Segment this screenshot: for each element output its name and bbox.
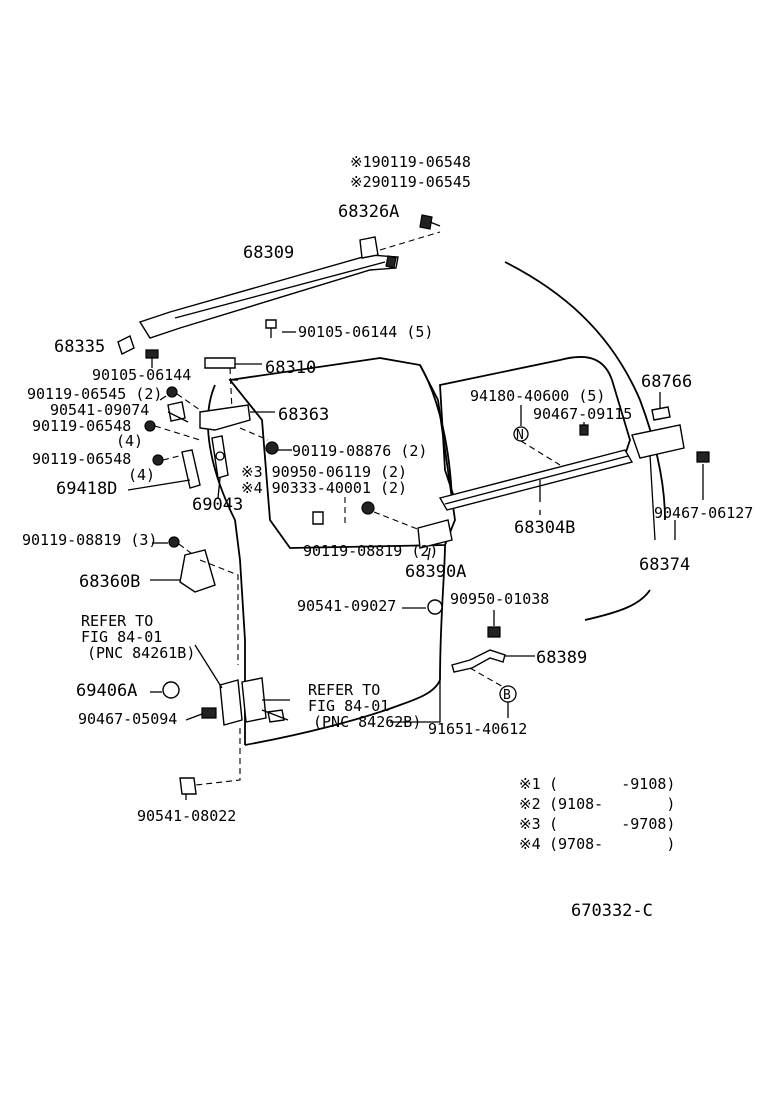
- note-3-mark: ※3: [519, 815, 541, 833]
- label-4-90333-40001: ※4 90333-40001 (2): [241, 479, 407, 497]
- label-90119-08876-2: 90119-08876 (2): [292, 442, 427, 460]
- clip-90467-09115: [579, 424, 589, 436]
- label-90119-08819-3: 90119-08819 (3): [22, 531, 157, 549]
- label-qty4-b: (4): [128, 466, 155, 484]
- label-90467-06127: 90467-06127: [654, 504, 753, 522]
- label-290119-06545: ※290119-06545: [350, 173, 471, 191]
- cap-90541-08022: [179, 728, 241, 795]
- moulding-68304B: [438, 449, 634, 511]
- clip-90467-05094: [201, 707, 217, 719]
- label-90950-01038: 90950-01038: [450, 590, 549, 608]
- label-68360B: 68360B: [79, 572, 140, 592]
- label-90105-06144-5: 90105-06144 (5): [298, 323, 433, 341]
- notes-block: ※1 ( -9108) ※2 (9108- ) ※3 ( -9708) ※4 (…: [519, 775, 675, 853]
- label-90541-09027: 90541-09027: [297, 597, 396, 615]
- label-68374: 68374: [639, 555, 690, 575]
- label-90119-06548-a: 90119-06548: [32, 417, 131, 435]
- clip-90105-06144-5: [265, 319, 296, 338]
- hinge-69418D: [181, 449, 201, 489]
- part-labels: ※190119-06548 ※290119-06545 68326A 68309…: [22, 153, 753, 825]
- label-90119-06548-b: 90119-06548: [32, 450, 131, 468]
- screw-190119: [419, 214, 441, 230]
- clip-68326A: [359, 231, 441, 259]
- leader-lines: [127, 379, 661, 800]
- marker-N-text: N: [516, 428, 524, 443]
- note-2-range: (9108- ): [549, 795, 675, 813]
- plug-90950-01038: [487, 626, 501, 638]
- bracket-68363: [199, 404, 275, 441]
- bolt-90119-06545: [166, 386, 201, 411]
- label-91651-40612: 91651-40612: [428, 720, 527, 738]
- label-69043: 69043: [192, 495, 243, 515]
- part-69406A: [162, 681, 180, 699]
- label-refer1-c: (PNC 84261B): [87, 644, 195, 662]
- label-68326A: 68326A: [338, 202, 399, 222]
- marker-B: B: [499, 685, 517, 703]
- bolt-90119-06548-a: [144, 420, 201, 441]
- label-68390A: 68390A: [405, 562, 466, 582]
- bracket-68310: [204, 357, 262, 411]
- moulding-68309: [138, 254, 399, 339]
- vehicle-body-outline: [207, 261, 666, 746]
- label-refer1-b: FIG 84-01: [81, 628, 162, 646]
- label-90541-09074: 90541-09074: [50, 401, 149, 419]
- label-68304B: 68304B: [514, 518, 575, 538]
- bolt-90119-08819-2: [361, 501, 421, 531]
- label-68766: 68766: [641, 372, 692, 392]
- label-69406A: 69406A: [76, 681, 137, 701]
- label-90119-08819-2: 90119-08819 (2): [303, 542, 438, 560]
- label-90467-05094: 90467-05094: [78, 710, 177, 728]
- part-68766: [651, 406, 671, 421]
- label-68363: 68363: [278, 405, 329, 425]
- note-4-range: (9708- ): [549, 835, 675, 853]
- label-3-90950-06119: ※3 90950-06119 (2): [241, 463, 407, 481]
- bolt-90119-08876: [265, 441, 292, 455]
- label-90119-06545-2: 90119-06545 (2): [27, 385, 162, 403]
- note-4-mark: ※4: [519, 835, 541, 853]
- plate-69043: [211, 435, 229, 479]
- clip-90950-06119: [312, 497, 346, 525]
- label-190119-06548: ※190119-06548: [350, 153, 471, 171]
- note-1-mark: ※1: [519, 775, 541, 793]
- label-68310: 68310: [265, 358, 316, 378]
- note-3-range: ( -9708): [549, 815, 675, 833]
- label-refer2-b: FIG 84-01: [308, 697, 389, 715]
- label-94180-40600-5: 94180-40600 (5): [470, 387, 605, 405]
- label-68335: 68335: [54, 337, 105, 357]
- label-refer1-a: REFER TO: [81, 612, 153, 630]
- clip-90105-06144: [145, 349, 159, 368]
- label-qty4-a: (4): [116, 432, 143, 450]
- cap-68374: [631, 424, 685, 541]
- marker-N: N: [513, 426, 561, 466]
- bolt-90119-06548-b: [152, 454, 184, 466]
- label-69418D: 69418D: [56, 479, 117, 499]
- label-90541-08022: 90541-08022: [137, 807, 236, 825]
- label-refer2-c: (PNC 84262B): [313, 713, 421, 731]
- label-68309: 68309: [243, 243, 294, 263]
- bumper-90541-09027: [427, 599, 443, 615]
- label-90105-06144: 90105-06144: [92, 366, 191, 384]
- label-68389: 68389: [536, 648, 587, 668]
- bracket-68360B: [150, 549, 239, 665]
- clip-90467-06127: [696, 451, 710, 500]
- bracket-68390A: [417, 519, 453, 549]
- label-90467-09115: 90467-09115: [533, 405, 632, 423]
- cap-90541-09074: [167, 401, 186, 422]
- label-refer2-a: REFER TO: [308, 681, 380, 699]
- note-2-mark: ※2: [519, 795, 541, 813]
- note-1-range: ( -9108): [549, 775, 675, 793]
- marker-B-text: B: [503, 688, 511, 703]
- part-68335: [117, 335, 135, 355]
- illustration-id: 670332-C: [571, 901, 653, 921]
- rod-68389: [451, 649, 535, 689]
